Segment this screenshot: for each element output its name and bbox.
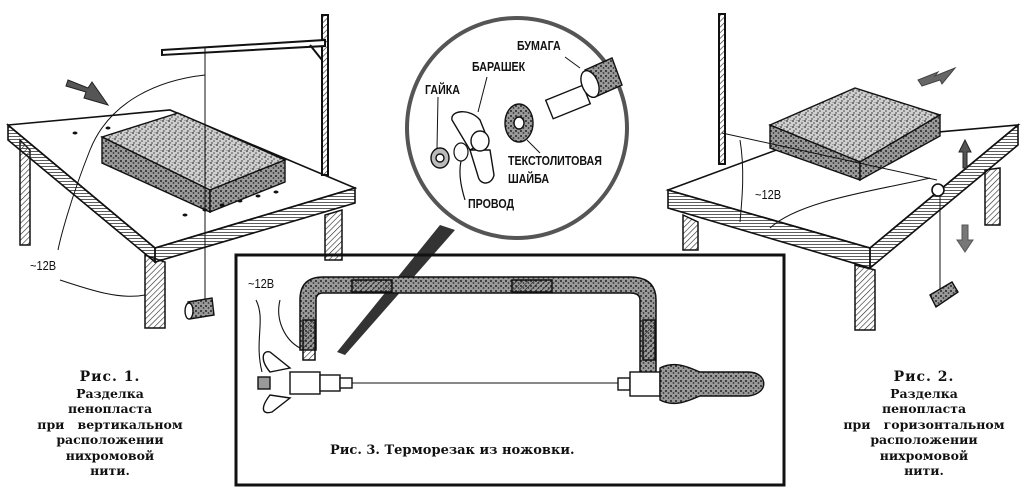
figure-3-frame <box>234 253 786 487</box>
nichrome-wire <box>57 48 206 300</box>
figure-2-drawing <box>665 13 1021 331</box>
label-textolite-washer-1: ТЕКСТОЛИТОВАЯ <box>508 153 602 168</box>
figure-3-caption: Рис. 3. Терморезак из ножовки. <box>330 443 575 458</box>
textolite-washer <box>504 103 534 143</box>
figure-2-caption: Рис. 2. Разделка пенопласта при горизонт… <box>826 369 1022 479</box>
label-textolite-washer-2: ШАЙБА <box>508 171 550 186</box>
figure-1-voltage-label: ~12В <box>30 258 57 273</box>
figure-1-caption-line: расположении <box>56 432 164 447</box>
feed-arrow-icon <box>917 66 957 87</box>
table-legs <box>682 167 1001 331</box>
label-paper: БУМАГА <box>517 38 561 53</box>
wire-stand <box>161 14 329 176</box>
weight <box>184 297 215 320</box>
figure-1-caption-line: при вертикальном <box>37 416 183 432</box>
right-clamp <box>617 371 661 397</box>
nut <box>430 147 450 169</box>
foam-block <box>768 87 942 182</box>
figure-2-caption-line: при горизонтальном <box>843 416 1005 432</box>
figure-3-voltage-label: ~12В <box>248 276 275 291</box>
left-clamp <box>257 351 353 414</box>
figure-1-caption-title: Рис. 1. <box>79 369 141 385</box>
figure-2-caption-line: нихромовой <box>879 447 969 463</box>
figure-2-caption-title: Рис. 2. <box>893 369 955 385</box>
label-wingnut: БАРАШЕК <box>472 59 526 74</box>
figure-2-caption-line: Разделка <box>890 385 958 401</box>
figure-2-voltage-label: ~12В <box>755 187 782 202</box>
label-wire: ПРОВОД <box>468 196 515 211</box>
figure-1-caption-line: нити. <box>90 463 130 478</box>
figure-1-caption-line: Разделка <box>76 385 144 401</box>
label-nut: ГАЙКА <box>425 82 460 97</box>
up-arrow-icon <box>958 138 972 169</box>
figure-1-caption-line: пенопласта <box>67 401 153 416</box>
saw-frame <box>299 276 657 381</box>
figure-1-caption-line: нихромовой <box>65 447 155 463</box>
wire-ring <box>453 142 469 201</box>
figure-2-caption-line: нити. <box>904 463 944 478</box>
nichrome-wire <box>721 132 941 290</box>
table-top <box>665 123 1021 270</box>
feed-arrow-icon <box>65 79 110 106</box>
pulley <box>931 183 945 197</box>
figure-2-caption-line: пенопласта <box>881 401 967 416</box>
weight <box>929 281 959 309</box>
bolt <box>544 57 623 120</box>
figure-2-caption-line: расположении <box>870 432 978 447</box>
power-wires <box>255 299 301 373</box>
down-arrow-icon <box>956 224 974 253</box>
wire-stand <box>718 13 726 165</box>
wingnut <box>451 111 495 184</box>
figure-1-drawing <box>6 14 358 329</box>
figure-1-caption: Рис. 1. Разделка пенопласта при вертикал… <box>20 369 200 479</box>
foam-block <box>100 112 287 214</box>
saw-handle <box>659 363 765 405</box>
